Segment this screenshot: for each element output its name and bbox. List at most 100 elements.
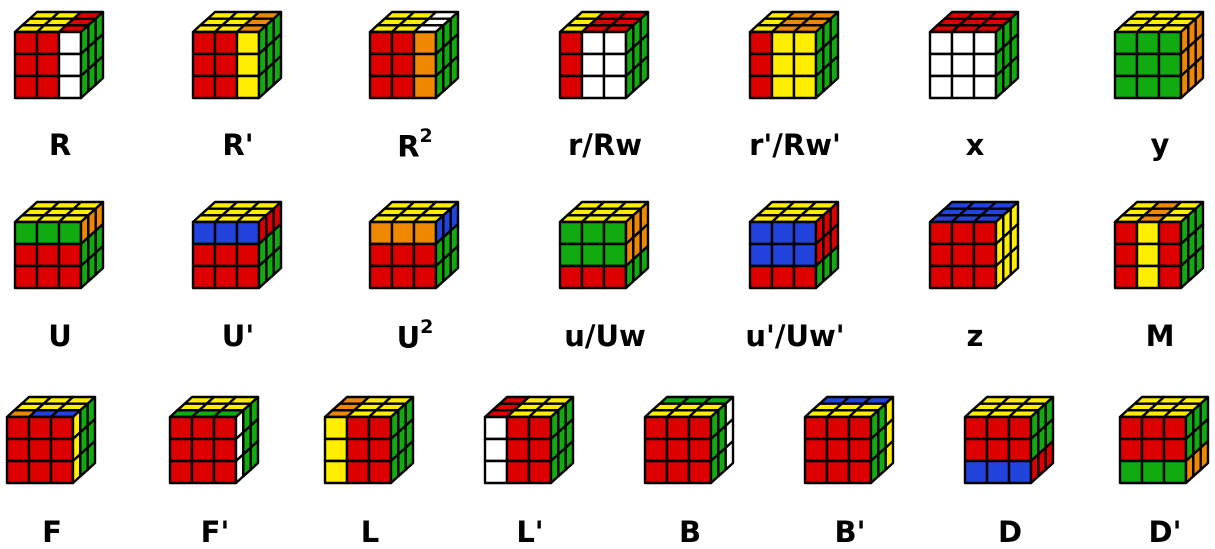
sticker [1194, 54, 1205, 86]
sticker [390, 242, 416, 268]
sticker [35, 242, 61, 268]
sticker [963, 415, 989, 441]
sticker [985, 459, 1011, 485]
sticker [580, 242, 606, 268]
cube-face-front [191, 220, 261, 290]
sticker [1007, 415, 1033, 441]
sticker [412, 30, 438, 56]
sticker [602, 220, 628, 246]
move-label: F [42, 518, 62, 547]
move-label: R2 [397, 127, 433, 162]
sticker [368, 30, 394, 56]
cube-face-right [814, 200, 840, 290]
move-label-text: R [48, 128, 72, 162]
cube-face-top [643, 395, 735, 419]
move-label: U [48, 322, 72, 351]
sticker [1157, 74, 1183, 100]
cube-face-front [748, 220, 818, 290]
sticker [792, 220, 818, 246]
sticker [13, 220, 39, 246]
sticker [972, 264, 998, 290]
sticker [847, 459, 873, 485]
cube-face-front [13, 30, 83, 100]
sticker [213, 242, 239, 268]
cube-face-front [368, 30, 438, 100]
sticker [602, 242, 628, 268]
sticker [390, 264, 416, 290]
move-label: r'/Rw' [749, 131, 841, 160]
sticker [1157, 220, 1183, 246]
cube-face-right [1179, 200, 1205, 290]
sticker [950, 264, 976, 290]
sticker [57, 264, 83, 290]
sticker [368, 52, 394, 78]
cube-face-front [1113, 220, 1183, 290]
move-label: x [966, 131, 985, 160]
cube-face-top [5, 395, 97, 419]
sticker [35, 264, 61, 290]
sticker [985, 415, 1011, 441]
sticker [558, 74, 584, 100]
sticker [580, 264, 606, 290]
cube-face-top [13, 10, 105, 34]
sticker [972, 30, 998, 56]
cube-face-right [709, 395, 735, 485]
sticker [972, 74, 998, 100]
sticker [168, 437, 194, 463]
sticker [950, 30, 976, 56]
sticker [191, 52, 217, 78]
cube-face-front [1113, 30, 1183, 100]
sticker [191, 242, 217, 268]
sticker [1194, 244, 1205, 276]
cube-L [323, 395, 415, 485]
sticker [825, 437, 851, 463]
sticker [803, 459, 829, 485]
sticker [558, 264, 584, 290]
cube-face-right [434, 10, 460, 100]
sticker [213, 220, 239, 246]
sticker [558, 30, 584, 56]
sticker [345, 459, 371, 485]
move-label: y [1151, 131, 1170, 160]
sticker [985, 437, 1011, 463]
cube-face-right [549, 395, 575, 485]
move-label-exponent: 2 [420, 316, 434, 338]
sticker [602, 52, 628, 78]
sticker [191, 30, 217, 56]
sticker [235, 220, 261, 246]
sticker [580, 52, 606, 78]
sticker [35, 220, 61, 246]
sticker [390, 74, 416, 100]
sticker [213, 30, 239, 56]
sticker [847, 415, 873, 441]
sticker [1135, 52, 1161, 78]
sticker [1162, 415, 1188, 441]
sticker [1135, 30, 1161, 56]
sticker [212, 459, 238, 485]
sticker [847, 437, 873, 463]
cube-face-right [234, 395, 260, 485]
move-label-text: D [997, 515, 1023, 549]
cube-face-right [389, 395, 415, 485]
cube-U2 [368, 200, 460, 290]
sticker [1140, 437, 1166, 463]
sticker [687, 415, 713, 441]
move-label: r/Rw [568, 131, 642, 160]
cube-Up [191, 200, 283, 290]
sticker [825, 459, 851, 485]
cube-Dp [1118, 395, 1210, 485]
move-label: z [967, 322, 984, 351]
cube-face-front [1118, 415, 1188, 485]
sticker [665, 415, 691, 441]
sticker [580, 220, 606, 246]
sticker [13, 52, 39, 78]
sticker [449, 54, 460, 86]
move-label: L [361, 518, 379, 547]
sticker [1157, 30, 1183, 56]
cube-face-front [13, 220, 83, 290]
sticker [1157, 264, 1183, 290]
cube-D [963, 395, 1055, 485]
sticker [213, 52, 239, 78]
cube-face-front [168, 415, 238, 485]
sticker [213, 264, 239, 290]
